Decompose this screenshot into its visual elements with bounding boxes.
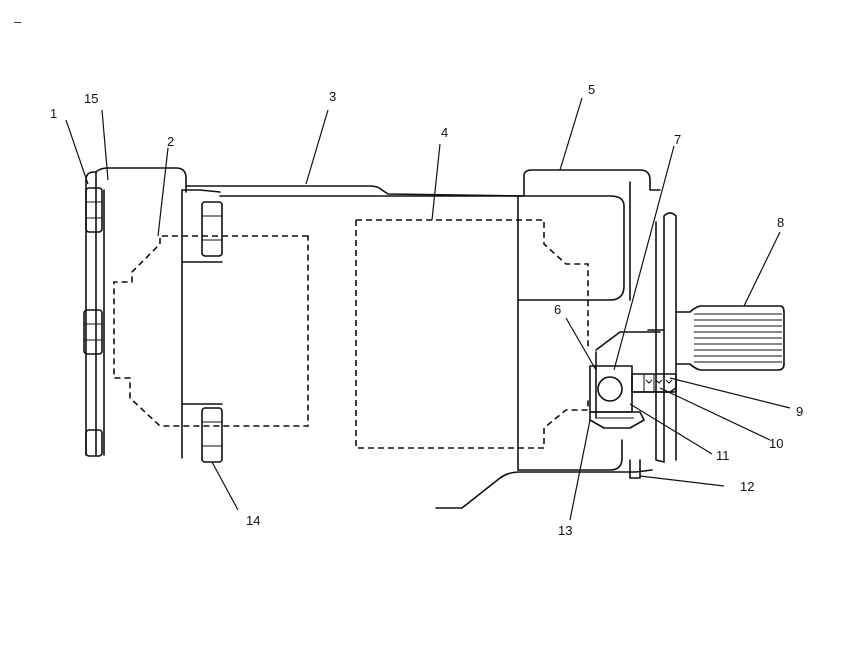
nut-upper (181, 201, 223, 263)
bolt-head-middle (83, 309, 103, 355)
callout-5: 5 (588, 82, 595, 97)
seal-assembly (631, 373, 677, 393)
leader-lines (65, 97, 791, 521)
callout-13: 13 (558, 523, 572, 538)
leader-3 (305, 109, 329, 185)
nut-lower (181, 403, 223, 463)
bearing (589, 365, 645, 429)
drain-plug (629, 459, 641, 479)
output-shaft-spline (675, 305, 785, 371)
leader-14 (211, 461, 239, 511)
leader-10 (659, 387, 771, 441)
callout-15: 15 (84, 91, 98, 106)
callout-labels: 1 15 2 3 4 5 7 8 6 9 10 11 12 13 14 (50, 82, 803, 538)
callout-9: 9 (796, 404, 803, 419)
callout-7: 7 (674, 132, 681, 147)
leader-11 (629, 403, 713, 455)
housing-flange (181, 177, 221, 459)
callout-3: 3 (329, 89, 336, 104)
corner-mark: – (14, 14, 22, 29)
callout-4: 4 (441, 125, 448, 140)
main-housing (185, 169, 661, 509)
leader-7 (613, 145, 675, 371)
bolt-head-bottom (85, 429, 103, 457)
leader-15 (101, 109, 109, 181)
callout-2: 2 (167, 134, 174, 149)
callout-1: 1 (50, 106, 57, 121)
callout-11: 11 (716, 448, 730, 463)
hidden-component-4 (355, 219, 589, 449)
callout-6: 6 (554, 302, 561, 317)
leader-2 (157, 147, 169, 237)
leader-4 (431, 143, 441, 221)
hidden-component-2 (113, 235, 309, 427)
leader-6 (565, 317, 597, 371)
callout-12: 12 (740, 479, 754, 494)
leader-12 (639, 475, 725, 487)
bolt-head-top (85, 187, 103, 233)
leader-1 (65, 119, 89, 185)
leader-5 (559, 97, 583, 171)
leader-8 (743, 231, 781, 307)
leader-9 (669, 377, 791, 409)
callout-8: 8 (777, 215, 784, 230)
leader-13 (569, 419, 591, 521)
callout-10: 10 (769, 436, 783, 451)
callout-14: 14 (246, 513, 260, 528)
